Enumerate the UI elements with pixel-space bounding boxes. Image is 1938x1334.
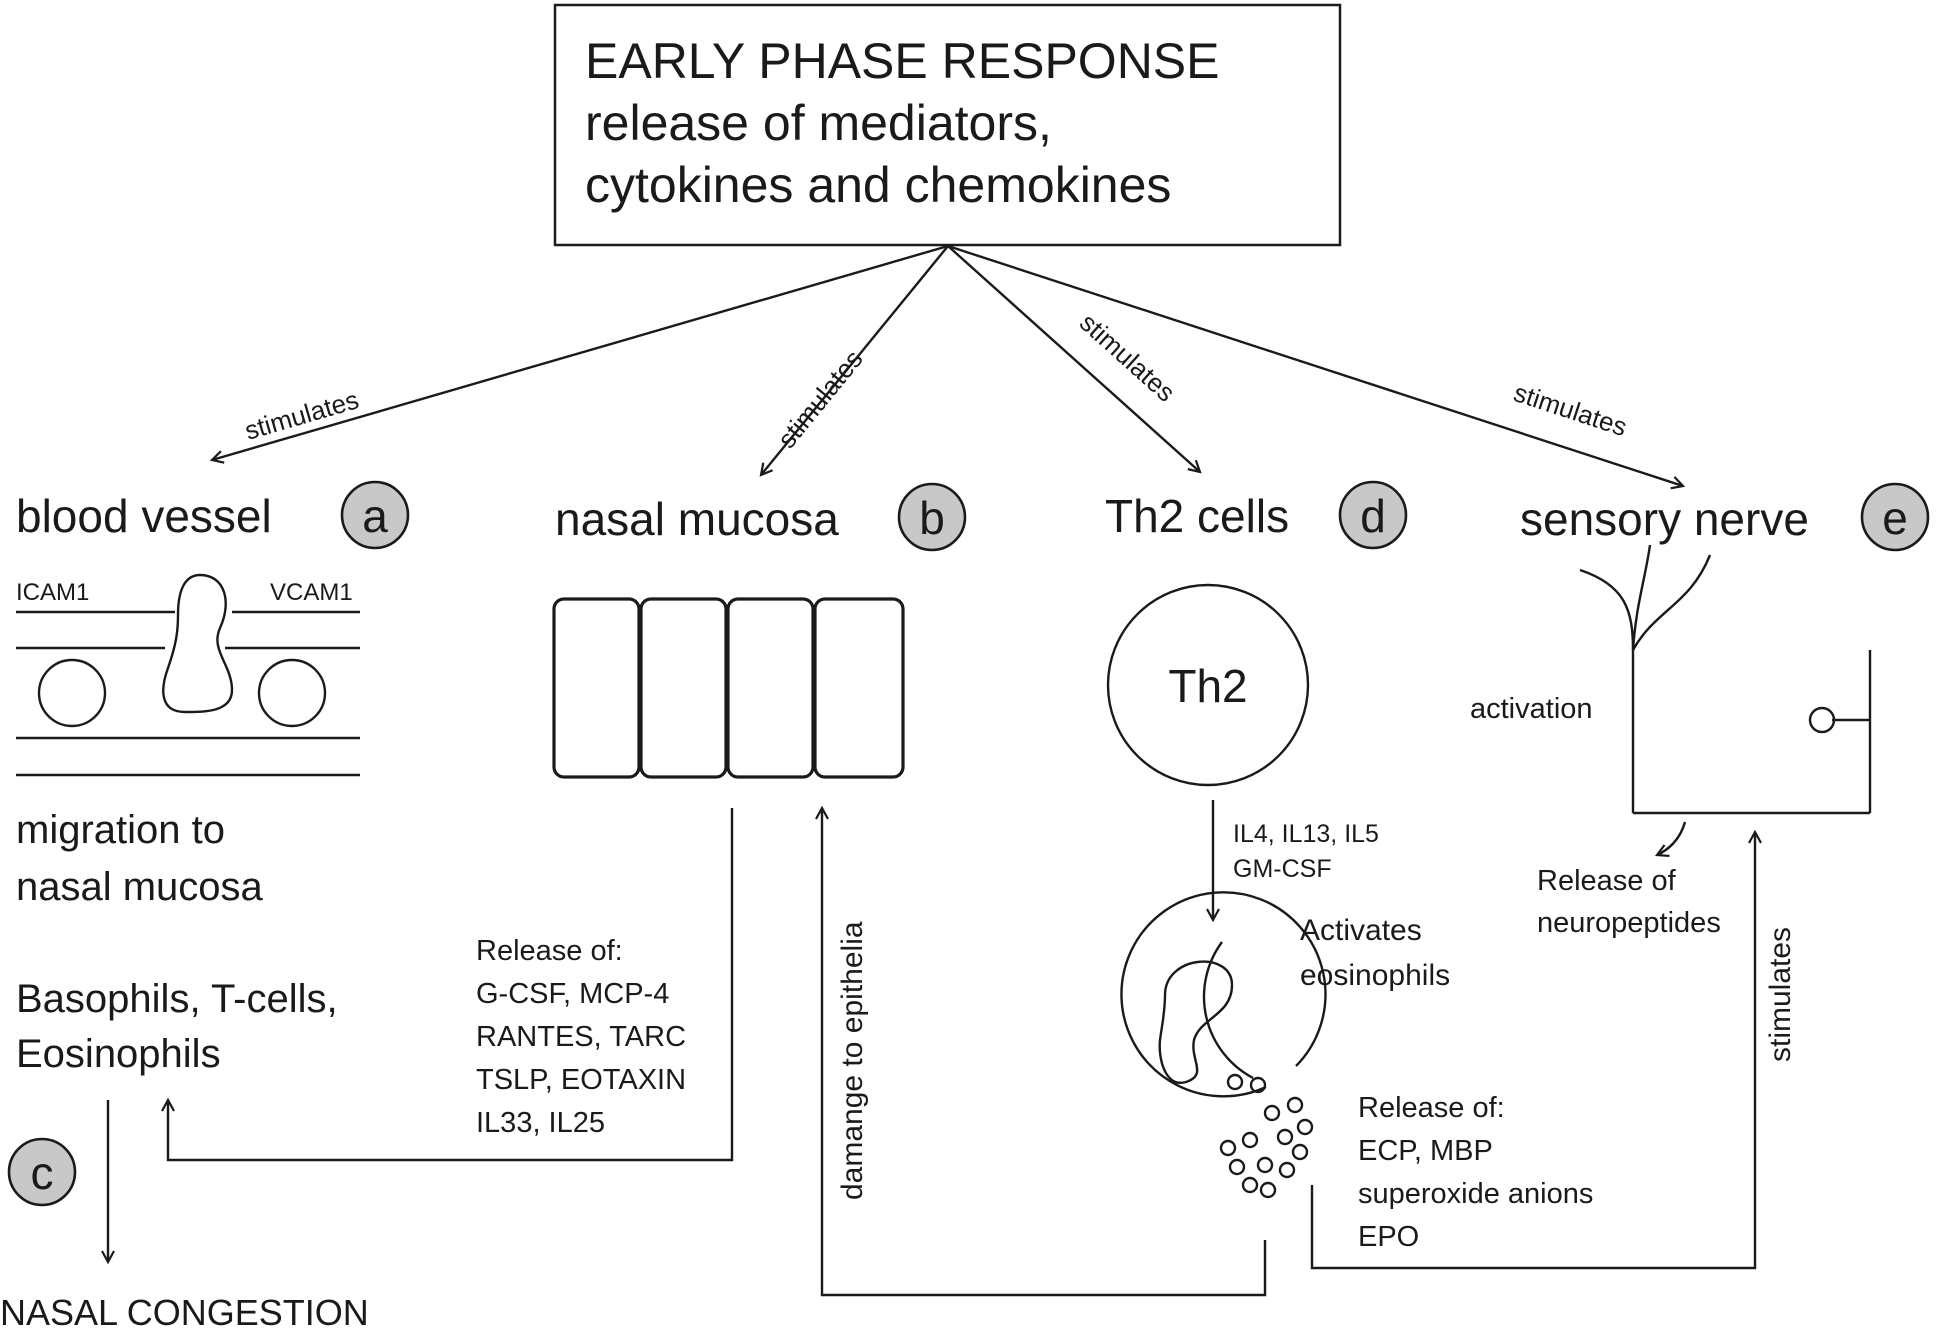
arrow-release-neuropeptides: [1657, 821, 1687, 855]
edge-label-to-d: stimulates: [1074, 307, 1181, 407]
eosinophil-membrane-inner: [1202, 941, 1254, 1080]
icam1-label: ICAM1: [16, 579, 89, 606]
migrating-cell: [162, 573, 234, 714]
badge-a-label: a: [362, 490, 388, 542]
eosinophil-release-item: ECP, MBP: [1358, 1135, 1493, 1167]
epithelium-illustration: [552, 597, 905, 779]
blood-vessel-illustration: [16, 573, 360, 777]
th2-cells-title: Th2 cells: [1105, 490, 1289, 542]
eosinophil-release-item: Release of:: [1358, 1092, 1505, 1124]
damage-label: damange to epithelia: [836, 921, 869, 1200]
edge-label-to-a: stimulates: [241, 384, 362, 445]
neuropeptides-line-2: neuropeptides: [1537, 907, 1721, 939]
activates-line-2: eosinophils: [1300, 959, 1450, 992]
nasal-mucosa-title: nasal mucosa: [555, 493, 839, 545]
th2-cell-label: Th2: [1168, 660, 1247, 712]
mucosa-release-list: Release of: G-CSF, MCP-4 RANTES, TARC TS…: [476, 935, 686, 1139]
arrow-eosinophil-to-nerve: [1310, 832, 1755, 1270]
badge-e: [1860, 482, 1930, 552]
sensory-nerve-illustration: [1579, 544, 1872, 815]
th2-cytokines-line-2: GM-CSF: [1233, 855, 1332, 883]
cells-line-1: Basophils, T-cells,: [16, 977, 338, 1021]
header-line-3: cytokines and chemokines: [585, 157, 1171, 213]
migration-line-2: nasal mucosa: [16, 865, 264, 909]
eosinophil-granules: [1219, 1073, 1314, 1199]
th2-cell: [1106, 583, 1310, 787]
arrow-to-th2-cells: [947, 245, 1200, 472]
arrow-to-sensory-nerve: [947, 244, 1683, 486]
eosinophil-release-item: superoxide anions: [1358, 1178, 1593, 1210]
header-line-2: release of mediators,: [585, 95, 1052, 151]
header-box: EARLY PHASE RESPONSE release of mediator…: [553, 3, 1342, 247]
badge-c: [7, 1137, 77, 1207]
arrow-to-nasal-mucosa: [761, 245, 949, 475]
mucosa-release-item: IL33, IL25: [476, 1107, 605, 1139]
blood-vessel-title: blood vessel: [16, 490, 272, 542]
edge-label-to-b: stimulates: [771, 344, 868, 454]
blood-cell-left: [37, 658, 107, 728]
arrow-release-to-cells: [168, 808, 734, 1162]
blood-cell-right: [257, 658, 327, 728]
neuropeptides-line-1: Release of: [1537, 865, 1677, 897]
mucosa-release-item: Release of:: [476, 935, 623, 967]
mucosa-release-item: G-CSF, MCP-4: [476, 978, 669, 1010]
badge-b: [897, 482, 967, 552]
eosinophil-release-item: EPO: [1358, 1221, 1419, 1253]
nerve-terminal: [1808, 706, 1836, 734]
badge-e-label: e: [1882, 492, 1908, 544]
th2-cytokines-line-1: IL4, IL13, IL5: [1233, 820, 1379, 848]
activates-line-1: Activates: [1300, 914, 1422, 947]
eosinophil: [1120, 891, 1327, 1199]
badge-b-label: b: [919, 492, 945, 544]
badge-a: [340, 480, 410, 550]
eosinophil-release-list: Release of: ECP, MBP superoxide anions E…: [1358, 1092, 1593, 1253]
badge-c-label: c: [31, 1147, 54, 1199]
badge-d: [1338, 480, 1408, 550]
cells-line-2: Eosinophils: [16, 1032, 221, 1076]
arrow-to-blood-vessel: [212, 244, 949, 460]
migration-line-1: migration to: [16, 808, 225, 852]
mucosa-release-item: TSLP, EOTAXIN: [476, 1064, 686, 1096]
eosinophil-nucleus: [1158, 960, 1234, 1084]
nasal-congestion-label: NASAL CONGESTION: [0, 1292, 369, 1333]
badge-d-label: d: [1360, 490, 1386, 542]
feedback-stimulates-label: stimulates: [1764, 927, 1797, 1062]
vcam1-label: VCAM1: [270, 579, 353, 606]
arrow-damage-to-epithelia: [822, 808, 1267, 1297]
sensory-nerve-title: sensory nerve: [1520, 493, 1809, 545]
mucosa-release-item: RANTES, TARC: [476, 1021, 686, 1053]
eosinophil-membrane-outer: [1120, 891, 1327, 1098]
header-line-1: EARLY PHASE RESPONSE: [585, 33, 1220, 89]
edge-label-to-e: stimulates: [1510, 377, 1631, 442]
activation-label: activation: [1470, 693, 1593, 725]
